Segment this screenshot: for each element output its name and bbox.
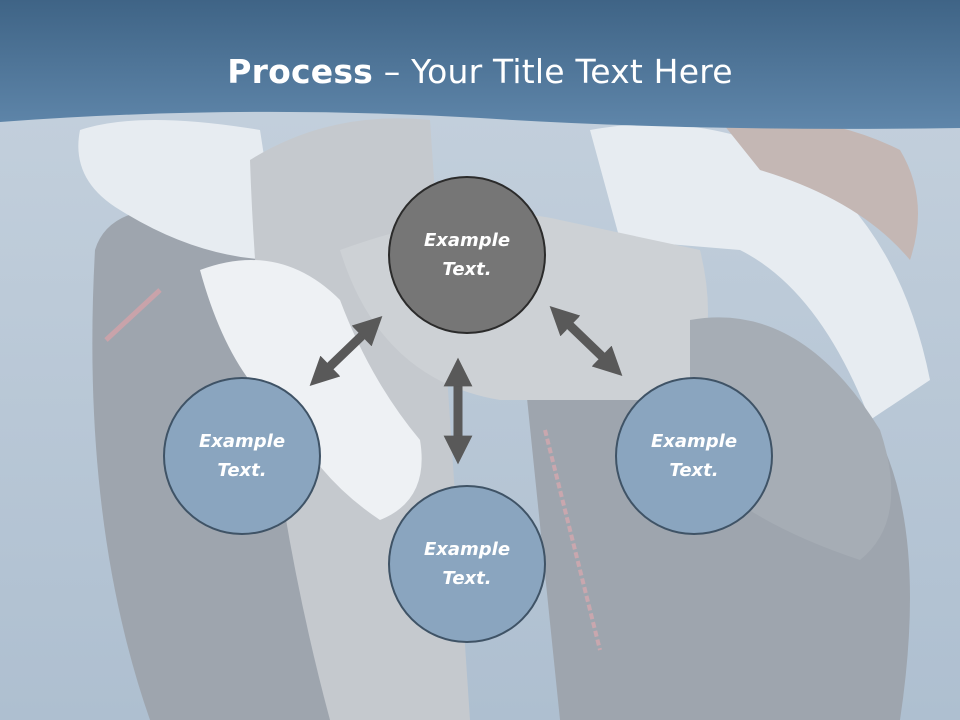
node-left-line1: Example — [198, 431, 286, 452]
title-bold: Process — [227, 52, 374, 91]
node-right-line1: Example — [650, 431, 738, 452]
title-banner — [0, 0, 960, 129]
title-rest: – Your Title Text Here — [373, 52, 733, 91]
node-right-line2: Text. — [669, 460, 719, 481]
node-bottom-line2: Text. — [442, 568, 492, 589]
node-center-line2: Text. — [442, 259, 492, 280]
slide-title: Process – Your Title Text Here — [0, 52, 960, 91]
node-center-line1: Example — [423, 230, 511, 251]
node-bottom-line1: Example — [423, 539, 511, 560]
node-left-line2: Text. — [217, 460, 267, 481]
